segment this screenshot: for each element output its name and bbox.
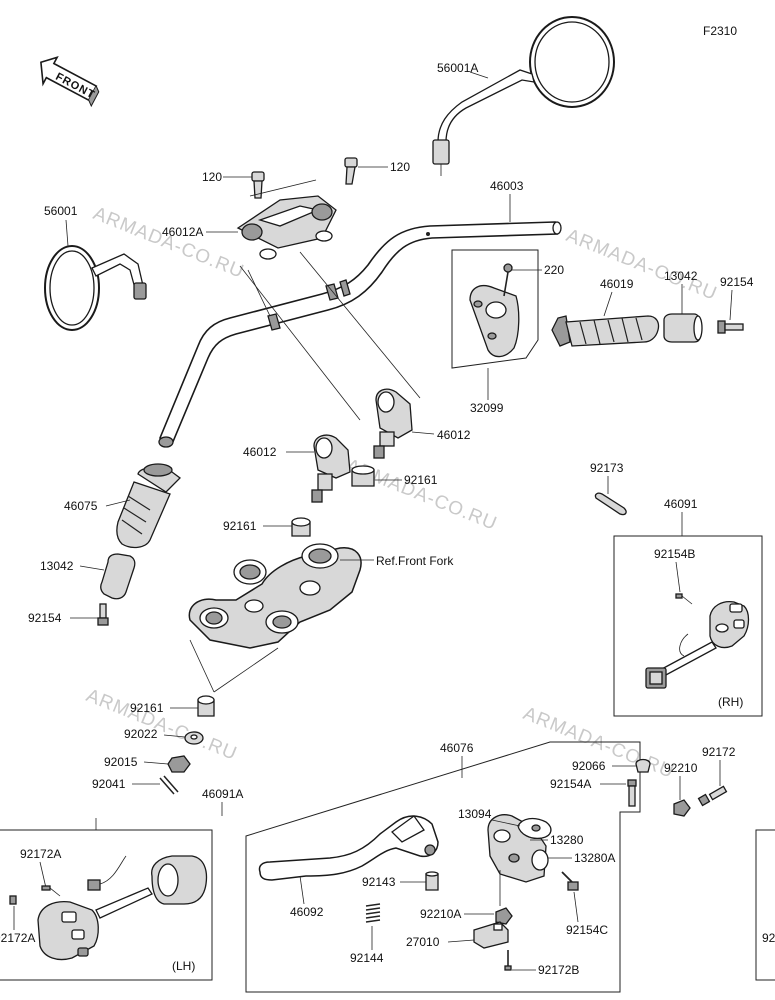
lh-label: (LH) bbox=[172, 959, 195, 973]
label-46091: 46091 bbox=[664, 497, 698, 511]
lower-clamp-left bbox=[311, 434, 351, 503]
label-13280: 13280 bbox=[550, 833, 584, 847]
label-13042-a: 13042 bbox=[664, 269, 698, 283]
bolt-92154-right bbox=[717, 320, 744, 334]
label-92161-a: 92161 bbox=[404, 473, 438, 487]
throttle-housing bbox=[469, 285, 520, 358]
triple-clamp bbox=[188, 543, 362, 649]
rh-switch-box bbox=[613, 535, 763, 717]
label-220: 220 bbox=[544, 263, 564, 277]
label-92172B: 92172B bbox=[538, 963, 579, 977]
spring-92144 bbox=[365, 903, 381, 923]
label-92210: 92210 bbox=[664, 761, 698, 775]
cap-92066 bbox=[635, 758, 651, 773]
grip-right bbox=[551, 315, 660, 347]
label-32099: 32099 bbox=[470, 401, 504, 415]
label-46012-left: 46012 bbox=[243, 445, 277, 459]
label-46012-right: 46012 bbox=[437, 428, 471, 442]
label-92015: 92015 bbox=[104, 755, 138, 769]
label-92154B: 92154B bbox=[654, 547, 695, 561]
nut-92015 bbox=[167, 755, 191, 773]
label-92022: 92022 bbox=[124, 727, 158, 741]
collar-92143 bbox=[425, 871, 439, 891]
label-92172A-1: 92172A bbox=[20, 847, 61, 861]
label-46091A: 46091A bbox=[202, 787, 243, 801]
figure-code: F2310 bbox=[703, 24, 737, 38]
label-27010: 27010 bbox=[406, 935, 440, 949]
label-120-a: 120 bbox=[202, 170, 222, 184]
bolt-120-left bbox=[251, 171, 265, 199]
label-92154-b: 92154 bbox=[28, 611, 62, 625]
label-92154A: 92154A bbox=[550, 777, 591, 791]
nut-92210 bbox=[673, 799, 691, 817]
washer-92022 bbox=[184, 731, 204, 745]
label-92161-b: 92161 bbox=[223, 519, 257, 533]
label-92210A: 92210A bbox=[420, 907, 461, 921]
clutch-switch-27010 bbox=[473, 921, 509, 949]
watermark-1: ARMADA-CO.RU bbox=[90, 203, 247, 283]
label-92154-a: 92154 bbox=[720, 275, 754, 289]
watermark-2: ARMADA-CO.RU bbox=[563, 225, 720, 305]
clutch-assembly-box bbox=[245, 741, 641, 993]
label-46012A: 46012A bbox=[162, 225, 203, 239]
mirror-right bbox=[432, 16, 615, 176]
label-46019: 46019 bbox=[600, 277, 634, 291]
ref-front-fork-label: Ref.Front Fork bbox=[376, 554, 454, 568]
label-56001: 56001 bbox=[44, 204, 78, 218]
label-92172A-2: 92172A bbox=[0, 931, 35, 945]
label-46003: 46003 bbox=[490, 179, 524, 193]
label-46076: 46076 bbox=[440, 741, 474, 755]
throttle-assembly-box bbox=[451, 249, 539, 369]
bar-end-weight-left bbox=[100, 553, 136, 600]
label-92161-c: 92161 bbox=[130, 701, 164, 715]
strap-92173 bbox=[594, 492, 627, 516]
label-92066: 92066 bbox=[572, 759, 606, 773]
rh-switch-housing bbox=[645, 593, 750, 689]
label-92-partial: 92 bbox=[762, 931, 775, 945]
front-arrow-icon: FRONT bbox=[40, 55, 100, 108]
lh-switch-box bbox=[0, 829, 213, 981]
screw-220 bbox=[503, 263, 513, 297]
handlebar-upper-clamp bbox=[236, 195, 337, 260]
mirror-left bbox=[44, 245, 147, 331]
label-46092: 46092 bbox=[290, 905, 324, 919]
bolt-92154A bbox=[627, 779, 637, 807]
bar-end-weight-right bbox=[663, 313, 703, 343]
label-92154C: 92154C bbox=[566, 923, 608, 937]
rh-label: (RH) bbox=[718, 695, 743, 709]
label-120-b: 120 bbox=[390, 160, 410, 174]
bolt-92172 bbox=[697, 785, 728, 807]
label-92041: 92041 bbox=[92, 777, 126, 791]
watermark-4: ARMADA-CO.RU bbox=[83, 685, 240, 765]
lower-clamp-right bbox=[373, 388, 413, 459]
screw-92154C bbox=[561, 871, 579, 891]
label-13042-b: 13042 bbox=[40, 559, 74, 573]
cotter-pin-92041 bbox=[159, 775, 179, 795]
damper-92161-lower bbox=[197, 695, 215, 717]
screw-92172B bbox=[504, 950, 512, 971]
grip-left bbox=[116, 463, 181, 549]
label-46075: 46075 bbox=[64, 499, 98, 513]
bolt-120-right bbox=[344, 157, 358, 185]
nut-92210A bbox=[495, 907, 513, 925]
label-92172: 92172 bbox=[702, 745, 736, 759]
label-92173: 92173 bbox=[590, 461, 624, 475]
partial-box-right bbox=[755, 829, 775, 981]
label-92144: 92144 bbox=[350, 951, 384, 965]
damper-92161-middle bbox=[291, 517, 311, 537]
damper-92161-upper bbox=[351, 465, 375, 487]
label-92143: 92143 bbox=[362, 875, 396, 889]
clutch-bracket bbox=[487, 814, 552, 883]
bolt-92154-left bbox=[97, 603, 109, 626]
lh-switch-housing bbox=[9, 855, 208, 961]
clutch-lever bbox=[258, 815, 439, 881]
label-13094: 13094 bbox=[458, 807, 492, 821]
label-56001A: 56001A bbox=[437, 61, 478, 75]
label-13280A: 13280A bbox=[574, 851, 615, 865]
